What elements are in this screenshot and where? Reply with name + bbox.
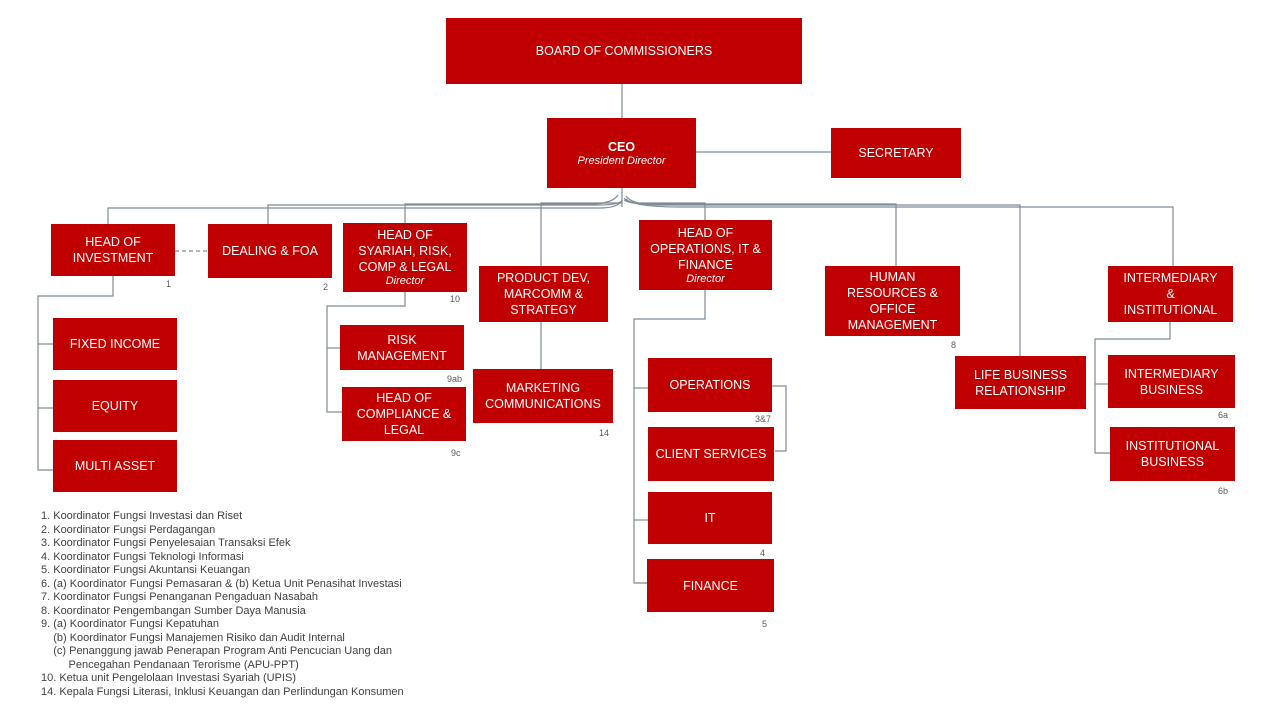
marketing-communications-title: MARKETING COMMUNICATIONS [485,381,601,411]
multi-asset-box: MULTI ASSET [53,440,177,492]
fixed-income-box: FIXED INCOME [53,318,177,370]
line-operations-sub [633,290,706,584]
legend-line: (b) Koordinator Fungsi Manajemen Risiko … [41,631,345,644]
legend-line: 6. (a) Koordinator Fungsi Pemasaran & (b… [41,577,402,590]
life-business-relationship-title: LIFE BUSINESS RELATIONSHIP [973,367,1068,398]
institutional-business-box: INSTITUTIONAL BUSINESS [1110,427,1235,481]
line-ops-client [772,385,787,452]
equity-box: EQUITY [53,380,177,432]
it-title: IT [704,511,716,525]
marketing-communications-footnote: 14 [599,428,610,438]
head-of-compliance-title: HEAD OF COMPLIANCE & LEGAL [356,391,452,437]
legend-line: 9. (a) Koordinator Fungsi Kepatuhan [41,618,219,630]
equity-title: EQUITY [91,399,139,413]
finance-box: FINANCE [647,559,774,612]
dealing-foa-footnote: 2 [323,282,329,292]
secretary-box: SECRETARY [831,128,961,178]
client-services-box: CLIENT SERVICES [648,427,774,481]
head-of-syariah-subtitle: Director [385,275,425,287]
head-of-operations-title: HEAD OF OPERATIONS, IT & FINANCE [650,225,761,272]
line-branch-dealing [267,201,621,224]
intermediary-business-footnote: 6a [1218,410,1229,420]
head-of-syariah-footnote: 10 [450,294,461,304]
dealing-foa-title: DEALING & FOA [222,244,318,258]
finance-footnote: 5 [762,619,768,629]
head-of-operations-subtitle: Director [686,272,725,285]
legend-line: 10. Ketua unit Pengelolaan Investasi Sya… [41,672,296,684]
legend-line: 5. Koordinator Fungsi Akuntansi Keuangan [41,564,251,576]
client-services-title: CLIENT SERVICES [655,447,767,461]
institutional-business-footnote: 6b [1218,486,1229,496]
it-footnote: 4 [760,548,766,558]
intermediary-business-title: INTERMEDIARY BUSINESS [1124,366,1219,397]
legend-line: 2. Koordinator Fungsi Perdagangan [41,523,216,536]
human-resources-box: HUMAN RESOURCES & OFFICE MANAGEMENT [825,266,960,336]
institutional-business-title: INSTITUTIONAL BUSINESS [1125,439,1220,469]
ceo-box: CEO President Director [547,118,696,188]
human-resources-title: HUMAN RESOURCES & OFFICE MANAGEMENT [847,270,938,332]
it-box: IT [648,492,772,544]
line-branch-investment [107,199,623,224]
legend-line: 3. Koordinator Fungsi Penyelesaian Trans… [41,537,291,549]
intermediary-institutional-box: INTERMEDIARY & INSTITUTIONAL [1108,266,1233,322]
legend-line: 8. Koordinator Pengembangan Sumber Daya … [41,604,306,617]
head-of-syariah-box: HEAD OF SYARIAH, RISK, COMP & LEGAL Dire… [343,223,467,292]
line-branch-syariah [404,194,619,224]
ceo-subtitle: President Director [577,154,666,167]
legend-line: 14. Kepala Fungsi Literasi, Inklusi Keua… [41,685,404,698]
life-business-relationship-box: LIFE BUSINESS RELATIONSHIP [955,356,1086,409]
line-branch-operations [623,197,706,220]
head-of-investment-footnote: 1 [166,279,172,289]
risk-management-footnote: 9ab [447,374,463,384]
line-branch-intermediary [625,198,1174,266]
footnote-legend: 1. Koordinator Fungsi Investasi dan Rise… [41,510,461,699]
legend-line: Pencegahan Pendanaan Terorisme (APU-PPT) [41,658,299,671]
product-dev-title: PRODUCT DEV, MARCOMM & STRATEGY [496,271,591,317]
human-resources-footnote: 8 [951,340,957,350]
head-of-investment-box: HEAD OF INVESTMENT [51,224,175,276]
legend-line: 1. Koordinator Fungsi Investasi dan Rise… [41,510,243,522]
secretary-title: SECRETARY [858,146,934,160]
line-investment-sub [37,276,114,471]
operations-title: OPERATIONS [669,378,751,392]
head-of-operations-box: HEAD OF OPERATIONS, IT & FINANCE Directo… [639,220,772,290]
legend-line: (c) Penanggung jawab Penerapan Program A… [41,645,393,657]
ceo-title: CEO [607,139,636,154]
line-syariah-sub [326,292,406,413]
head-of-compliance-footnote: 9c [451,448,461,458]
head-of-investment-title: HEAD OF INVESTMENT [72,235,154,265]
intermediary-institutional-title: INTERMEDIARY & INSTITUTIONAL [1123,271,1218,317]
risk-management-box: RISK MANAGEMENT [340,325,464,370]
dealing-foa-box: DEALING & FOA [208,224,332,278]
legend-line: 4. Koordinator Fungsi Teknologi Informas… [41,550,244,563]
fixed-income-title: FIXED INCOME [69,337,161,351]
line-intermediary-sub [1094,322,1171,454]
head-of-compliance-box: HEAD OF COMPLIANCE & LEGAL [342,387,466,441]
line-branch-life [625,195,1021,356]
legend-line: 7. Koordinator Fungsi Penanganan Pengadu… [41,591,319,603]
finance-title: FINANCE [683,578,738,593]
board-of-commissioners-box: BOARD OF COMMISSIONERS [446,18,802,84]
marketing-communications-box: MARKETING COMMUNICATIONS [473,369,613,423]
multi-asset-title: MULTI ASSET [74,459,156,473]
operations-footnote: 3&7 [755,414,772,424]
intermediary-business-box: INTERMEDIARY BUSINESS [1108,355,1235,408]
head-of-syariah-title: HEAD OF SYARIAH, RISK, COMP & LEGAL [358,228,452,274]
board-title: BOARD OF COMMISSIONERS [535,44,713,58]
risk-management-title: RISK MANAGEMENT [357,332,447,363]
operations-box: OPERATIONS [648,358,772,412]
line-branch-product [540,202,622,266]
product-dev-box: PRODUCT DEV, MARCOMM & STRATEGY [479,266,608,322]
